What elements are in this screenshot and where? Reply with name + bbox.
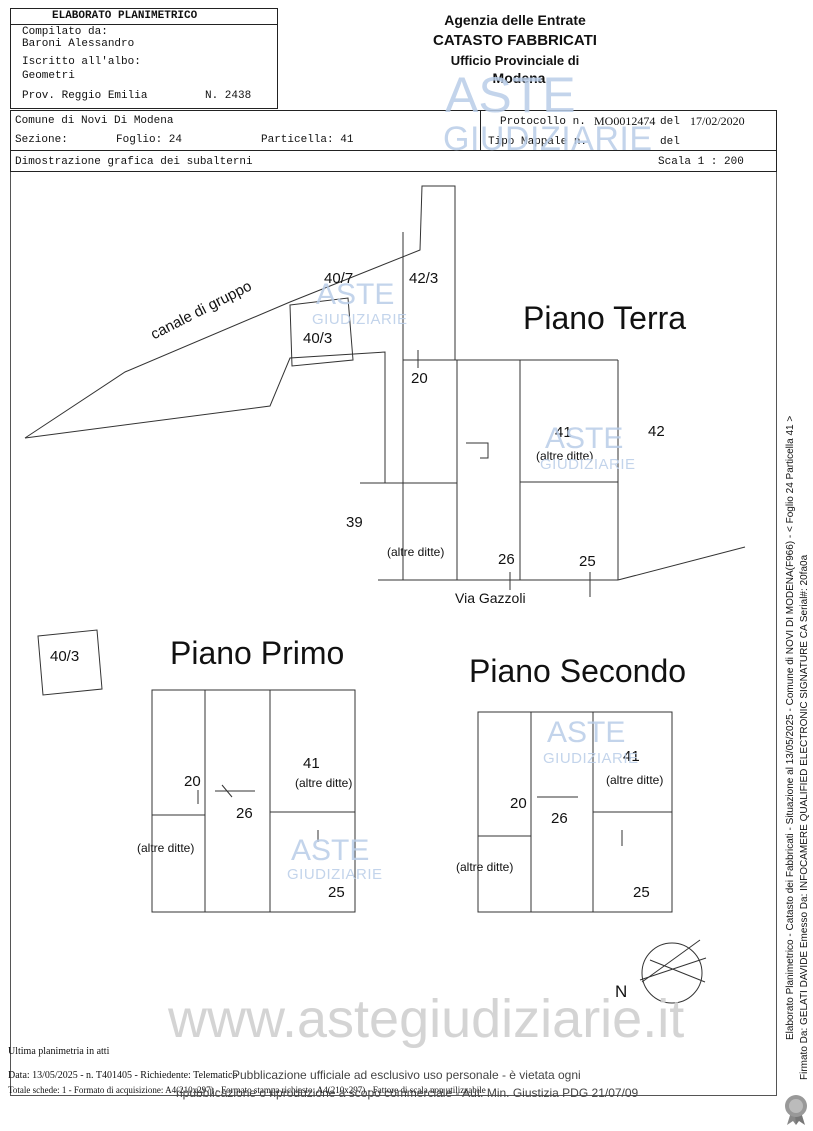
label-42: 42 — [648, 423, 665, 440]
agency-line3: Ufficio Provinciale di — [450, 53, 580, 68]
tipo-mappale-del-label: del — [660, 136, 680, 148]
watermark-aste-header: ASTE — [445, 67, 576, 123]
label-26-terra: 26 — [498, 551, 515, 568]
label-40-7: 40/7 — [324, 270, 354, 287]
registration-number: N. 2438 — [205, 90, 252, 102]
label-25-secondo: 25 — [633, 884, 650, 901]
parcel-40-3-bottom — [37, 629, 103, 696]
piano-secondo-title: Piano Secondo — [469, 653, 687, 689]
watermark-aste-4: ASTE — [291, 834, 370, 867]
protocollo-label: Protocollo n. — [500, 116, 586, 128]
parcel-40-3-top — [289, 297, 354, 367]
label-26-secondo: 26 — [551, 810, 568, 827]
watermark-giudiziarie-2: GIUDIZIARIE — [540, 456, 636, 473]
label-altre-primo: (altre ditte) — [137, 841, 195, 855]
piano-primo-title: Piano Primo — [170, 635, 345, 671]
label-altre-41-primo: (altre ditte) — [295, 776, 353, 790]
label-26-primo: 26 — [236, 805, 253, 822]
watermark-giudiziarie-1: GIUDIZIARIE — [312, 311, 408, 328]
watermark-site: www.astegiudiziarie.it — [168, 989, 685, 1049]
compiled-by-label: Compilato da: — [22, 26, 108, 38]
via-label: Via Gazzoli — [455, 590, 526, 606]
site-outline-lower — [24, 351, 386, 483]
protocollo-value: MO0012474 — [594, 114, 656, 128]
title-box — [10, 8, 278, 25]
compiled-by-name: Baroni Alessandro — [22, 38, 135, 50]
label-20-terra: 20 — [411, 370, 428, 387]
piano-terra-title: Piano Terra — [523, 300, 687, 336]
dimostrazione-label: Dimostrazione grafica dei subalterni — [15, 156, 253, 168]
watermark-giudiziarie-3: GIUDIZIARIE — [543, 750, 639, 767]
register-value: Geometri — [22, 70, 75, 82]
label-25-terra: 25 — [579, 553, 596, 570]
footer-publication-2: ripubblicazione o riproduzione a scopo c… — [176, 1086, 639, 1100]
tipo-mappale-label: Tipo Mappale n. — [488, 136, 588, 148]
sezione-label: Sezione: — [15, 134, 68, 146]
north-label: N — [615, 982, 628, 1001]
doc-title: ELABORATO PLANIMETRICO — [52, 10, 198, 22]
footer-totale: Totale schede: 1 - Formato di acquisizio… — [8, 1085, 486, 1095]
side-line-2: Firmato Da: GELATI DAVIDE Emesso Da: INF… — [799, 554, 810, 1080]
particella: Particella: 41 — [261, 134, 354, 146]
label-41-secondo: 41 — [623, 748, 640, 765]
watermark-aste-2: ASTE — [545, 422, 624, 455]
label-25-primo: 25 — [328, 884, 345, 901]
footer-ultima: Ultima planimetria in atti — [8, 1046, 110, 1057]
footer-data: Data: 13/05/2025 - n. T401405 - Richiede… — [8, 1070, 238, 1081]
protocollo-del-label: del — [660, 116, 680, 128]
label-altre-41-secondo: (altre ditte) — [606, 773, 664, 787]
label-altre-secondo: (altre ditte) — [456, 860, 514, 874]
drawing-frame — [10, 172, 777, 1096]
watermark-aste-3: ASTE — [547, 716, 626, 749]
label-20-secondo: 20 — [510, 795, 527, 812]
label-41-terra: 41 — [555, 424, 572, 441]
agency-line4: Modena — [492, 70, 546, 86]
agency-line1: Agenzia delle Entrate — [444, 12, 586, 28]
info-box — [10, 110, 777, 172]
label-40-3-bottom: 40/3 — [50, 648, 80, 665]
label-40-3-top: 40/3 — [303, 330, 333, 347]
foglio: Foglio: 24 — [116, 134, 183, 146]
label-altre-41-terra: (altre ditte) — [536, 449, 594, 463]
scala: Scala 1 : 200 — [658, 156, 744, 168]
canal-outline — [24, 185, 456, 439]
label-20-primo: 20 — [184, 773, 201, 790]
info-divider-v — [480, 110, 481, 150]
comune: Comune di Novi Di Modena — [15, 115, 174, 127]
info-divider-h — [10, 150, 777, 151]
label-41-primo: 41 — [303, 755, 320, 772]
label-altre-terra: (altre ditte) — [387, 545, 445, 559]
seal-icon — [783, 1094, 809, 1126]
protocollo-date: 17/02/2020 — [690, 114, 745, 128]
province: Prov. Reggio Emilia — [22, 90, 148, 102]
label-39: 39 — [346, 514, 363, 531]
agency-line2: CATASTO FABBRICATI — [433, 32, 597, 49]
footer-publication-1: Pubblicazione ufficiale ad esclusivo uso… — [232, 1068, 581, 1082]
register-label: Iscritto all'albo: — [22, 56, 141, 68]
watermark-giudiziarie-4: GIUDIZIARIE — [287, 866, 383, 883]
watermark-aste-1: ASTE — [316, 278, 395, 311]
label-42-3: 42/3 — [409, 270, 439, 287]
side-line-1: Elaborato Planimetrico - Catasto dei Fab… — [785, 415, 796, 1040]
watermark-giudiziarie-header: GIUDIZIARIE — [443, 120, 653, 158]
